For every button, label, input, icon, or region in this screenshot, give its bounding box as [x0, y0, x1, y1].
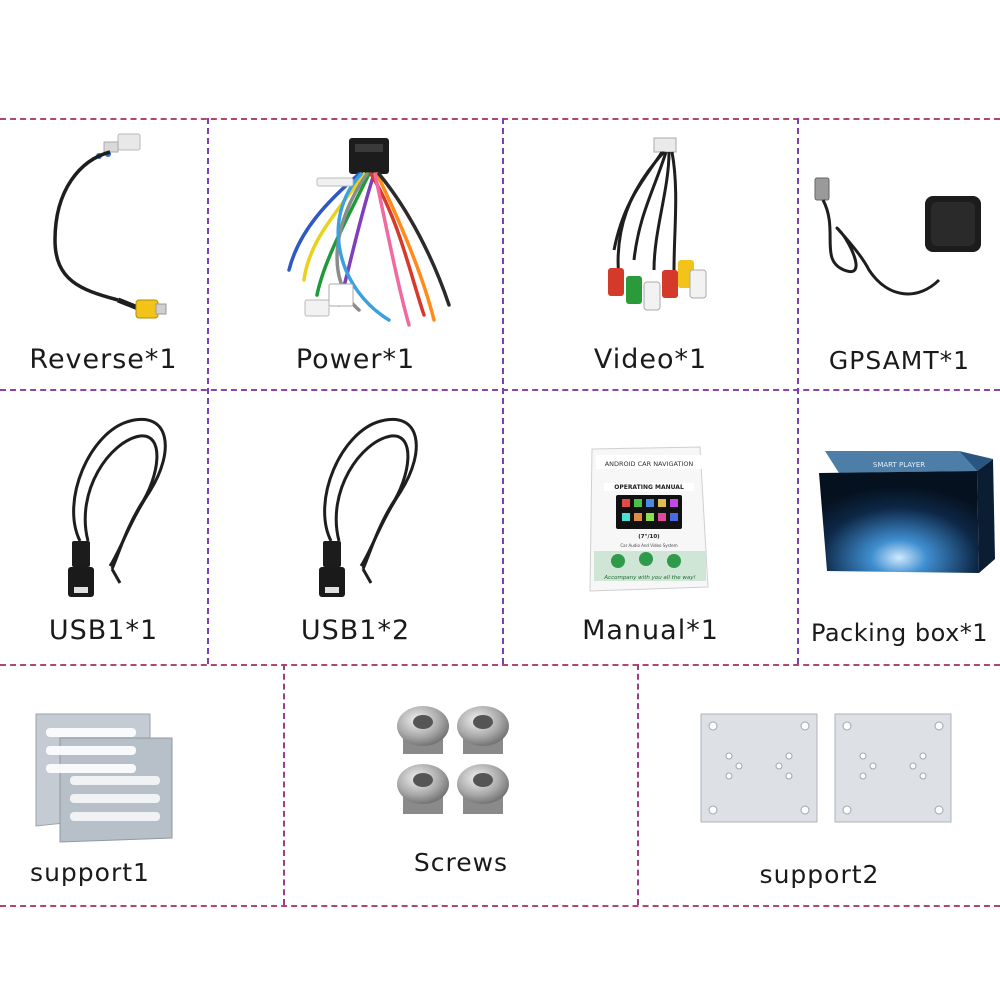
divider-row-1-bottom [0, 389, 1000, 391]
divider-row-2-bottom [0, 664, 1000, 666]
item-packing-box: SMART PLAYER Packing box*1 [799, 391, 1000, 663]
rca-video-cable-icon [608, 137, 707, 311]
manual-tagline: Accompany with you all the way! [603, 575, 695, 581]
manual-header: ANDROID CAR NAVIGATION [605, 460, 694, 468]
item-gps-antenna: GPSAMT*1 [799, 120, 1000, 388]
item-label: USB1*2 [300, 615, 411, 646]
mounting-plates-icon [700, 713, 952, 823]
usb-cable-icon [68, 418, 167, 597]
item-video-cable: Video*1 [504, 120, 797, 388]
item-label: GPSAMT*1 [828, 346, 971, 375]
item-usb-cable-2: USB1*2 [209, 391, 502, 663]
divider-row-1-top [0, 118, 1000, 120]
reverse-camera-cable-icon [53, 133, 167, 319]
item-label: Video*1 [593, 344, 708, 375]
bracket-icon [35, 713, 173, 843]
item-label: Power*1 [295, 344, 416, 375]
manual-subtitle: Car Audio And Video System [620, 543, 677, 548]
item-label: Packing box*1 [810, 619, 989, 647]
screws-icon [397, 706, 509, 814]
packing-box-icon: SMART PLAYER [819, 451, 995, 573]
item-reverse-cable: Reverse*1 [0, 120, 207, 388]
divider-col-3 [797, 118, 799, 664]
item-support1: support1 [0, 666, 283, 904]
usb-cable-icon [319, 418, 418, 597]
item-power-harness: Power*1 [209, 120, 502, 388]
item-label: USB1*1 [48, 615, 159, 646]
manual-booklet-icon: ANDROID CAR NAVIGATION OPERATING MANUAL … [589, 446, 709, 592]
divider-row-3-bottom [0, 905, 1000, 907]
item-manual: ANDROID CAR NAVIGATION OPERATING MANUAL … [504, 391, 797, 663]
divider-col-2 [502, 118, 504, 664]
gps-antenna-icon [814, 177, 981, 296]
divider-row3-col-1 [283, 664, 285, 905]
divider-row3-col-2 [637, 664, 639, 905]
item-label: support2 [759, 860, 880, 889]
item-support2: support2 [639, 666, 1000, 904]
item-label: Screws [413, 848, 509, 877]
divider-col-1 [207, 118, 209, 664]
manual-title: OPERATING MANUAL [614, 484, 684, 491]
item-label: Manual*1 [582, 615, 719, 646]
box-brand: SMART PLAYER [873, 461, 925, 469]
item-usb-cable-1: USB1*1 [0, 391, 207, 663]
manual-model: (7"/10) [638, 534, 660, 540]
item-screws: Screws [285, 666, 637, 904]
item-label: Reverse*1 [29, 344, 178, 375]
item-label: support1 [30, 858, 150, 887]
power-harness-icon [287, 138, 451, 327]
